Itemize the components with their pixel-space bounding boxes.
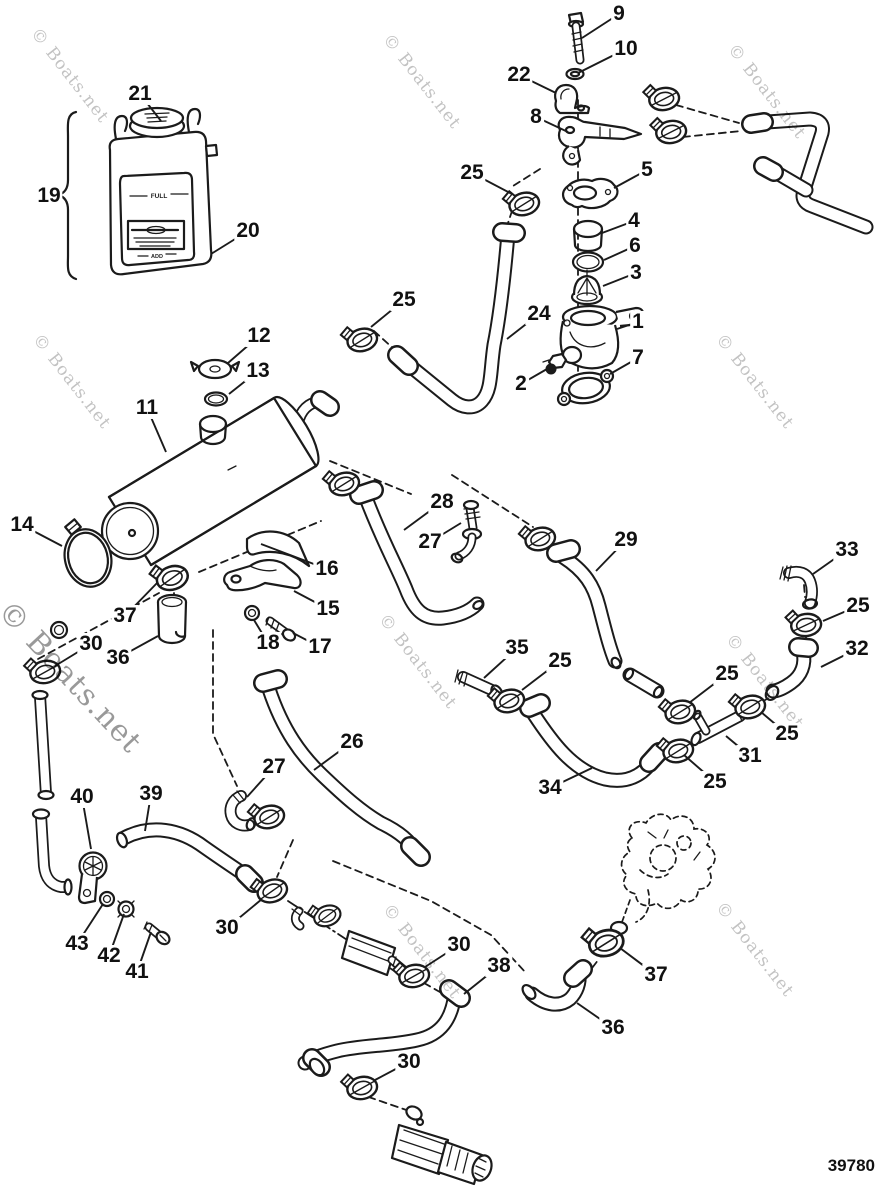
hoses-and-tubes — [31, 119, 867, 1077]
callout-label: 26 — [338, 729, 366, 754]
callout-label: 41 — [123, 959, 151, 984]
callout-label: 30 — [395, 1049, 423, 1074]
small-hardware — [49, 518, 311, 946]
callout-label: 9 — [611, 1, 627, 26]
callout-label: 19 — [35, 183, 63, 208]
callout-label: 25 — [844, 593, 872, 618]
callout-label: 40 — [68, 784, 96, 809]
callout-label: 16 — [313, 556, 341, 581]
callout-label: 34 — [536, 775, 564, 800]
callout-label: 22 — [505, 62, 533, 87]
figure-number: 39780 — [825, 1156, 877, 1176]
callout-label: 10 — [612, 36, 640, 61]
callout-label: 31 — [736, 743, 764, 768]
callout-label: 27 — [260, 754, 288, 779]
callout-label: 30 — [213, 915, 241, 940]
callout-label: 38 — [485, 953, 513, 978]
callout-label: 37 — [111, 603, 139, 628]
tank-full-marking: FULL — [151, 193, 168, 200]
callout-label: 36 — [599, 1015, 627, 1040]
callout-label: 20 — [234, 218, 262, 243]
callout-label: 11 — [133, 395, 161, 420]
callout-label: 25 — [546, 648, 574, 673]
callout-label: 33 — [833, 537, 861, 562]
callout-label: 25 — [713, 661, 741, 686]
callout-label: 25 — [773, 721, 801, 746]
callout-label: 13 — [244, 358, 272, 383]
thermostat-stack — [542, 11, 645, 407]
callout-label: 25 — [390, 287, 418, 312]
water-pump-sketch — [390, 1105, 493, 1186]
tank-add-marking: ADD — [151, 254, 163, 260]
callout-label: 42 — [95, 943, 123, 968]
callout-label: 37 — [642, 962, 670, 987]
callout-label: 27 — [416, 529, 444, 554]
callout-label: 35 — [503, 635, 531, 660]
callout-label: 25 — [458, 160, 486, 185]
callout-label: 43 — [63, 931, 91, 956]
engine-block-phantom — [609, 813, 716, 936]
callout-label: 30 — [77, 631, 105, 656]
callout-label: 14 — [8, 512, 36, 537]
callout-label: 24 — [525, 301, 553, 326]
callout-label: 36 — [104, 645, 132, 670]
callout-label: 29 — [612, 527, 640, 552]
heat-exchanger — [100, 358, 320, 567]
callout-label: 4 — [626, 208, 642, 233]
callout-label: 39 — [137, 781, 165, 806]
callout-label: 28 — [428, 489, 456, 514]
callout-label: 25 — [701, 769, 729, 794]
callout-label: 2 — [513, 371, 529, 396]
callout-label: 1 — [630, 309, 646, 334]
coolant-reservoir: FULL ADD — [56, 106, 219, 281]
callout-label: 15 — [314, 596, 342, 621]
callout-label: 18 — [254, 630, 282, 655]
callout-label: 17 — [306, 634, 334, 659]
callout-label: 21 — [126, 81, 154, 106]
callout-label: 3 — [628, 260, 644, 285]
callout-label: 8 — [528, 104, 544, 129]
callout-label: 12 — [245, 323, 273, 348]
callout-label: 32 — [843, 636, 871, 661]
callout-label: 5 — [639, 157, 655, 182]
callout-label: 7 — [630, 345, 646, 370]
callout-label: 6 — [627, 233, 643, 258]
callout-label: 30 — [445, 932, 473, 957]
